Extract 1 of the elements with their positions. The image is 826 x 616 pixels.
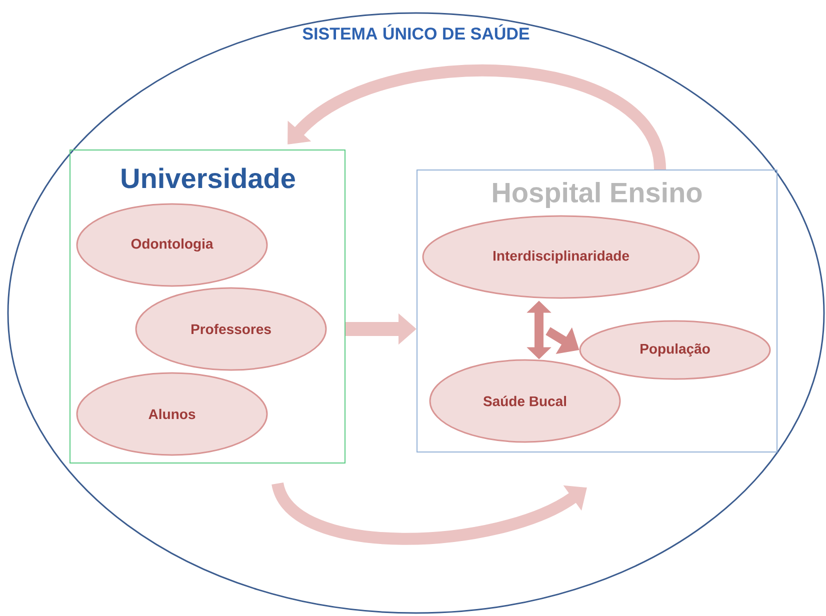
arrow: [288, 64, 666, 171]
